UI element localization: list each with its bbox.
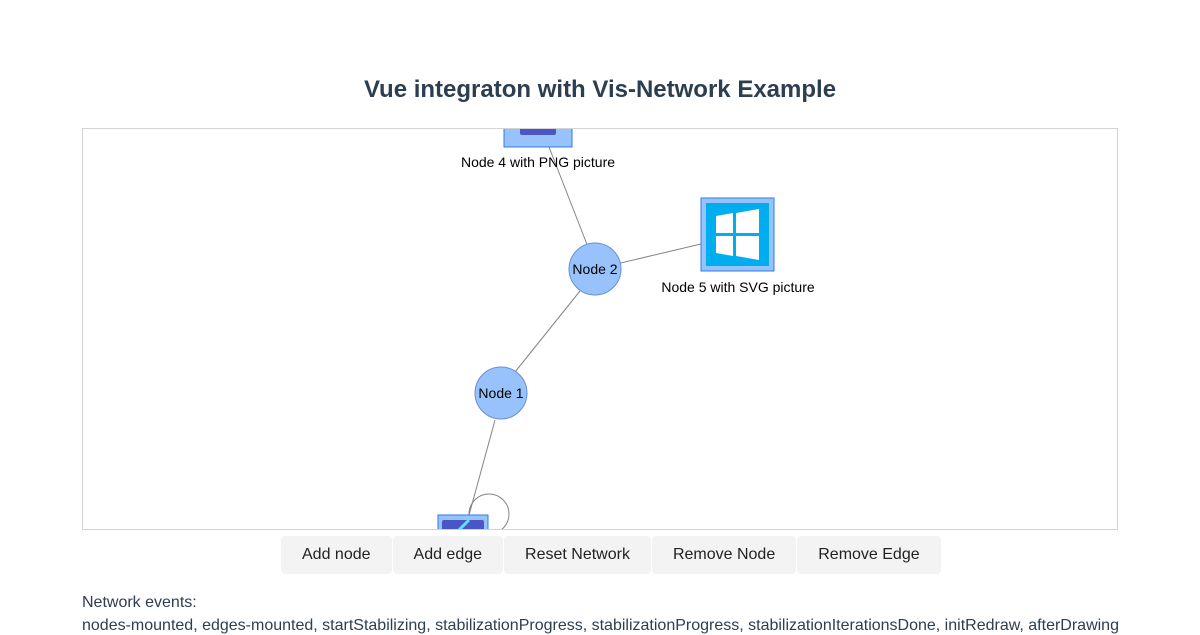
network-toolbar: Add node Add edge Reset Network Remove N… [281, 536, 942, 574]
remove-node-button[interactable]: Remove Node [651, 536, 797, 574]
node-5-label: Node 5 with SVG picture [661, 279, 815, 295]
edge-node3-self-loop[interactable] [468, 493, 510, 529]
windows-logo-icon [706, 203, 769, 266]
png-picture-icon [520, 129, 556, 135]
node-2-label: Node 2 [572, 261, 617, 277]
node-1-label: Node 1 [478, 385, 523, 401]
reset-network-button[interactable]: Reset Network [504, 536, 651, 574]
remove-edge-button[interactable]: Remove Edge [797, 536, 941, 574]
node-2[interactable]: Node 2 [568, 242, 622, 296]
node-4[interactable]: Node 4 with PNG picture [461, 129, 615, 170]
network-events-list: nodes-mounted, edges-mounted, startStabi… [82, 617, 1119, 634]
network-edges [467, 146, 702, 529]
network-events-label: Network events: [82, 594, 197, 611]
node-5[interactable]: Node 5 with SVG picture [661, 197, 815, 295]
node-3[interactable] [437, 514, 489, 529]
edge-node2-node1[interactable] [514, 290, 581, 373]
page-title: Vue integraton with Vis-Network Example [363, 76, 837, 103]
network-graph[interactable]: Node 4 with PNG picture Node 2 Node 5 wi… [83, 129, 1117, 529]
node-1[interactable]: Node 1 [474, 366, 528, 420]
network-canvas[interactable]: Node 4 with PNG picture Node 2 Node 5 wi… [82, 128, 1118, 530]
edge-node4-node2[interactable] [548, 146, 589, 248]
add-node-button[interactable]: Add node [281, 536, 392, 574]
add-edge-button[interactable]: Add edge [392, 536, 504, 574]
node-4-label: Node 4 with PNG picture [461, 154, 615, 170]
